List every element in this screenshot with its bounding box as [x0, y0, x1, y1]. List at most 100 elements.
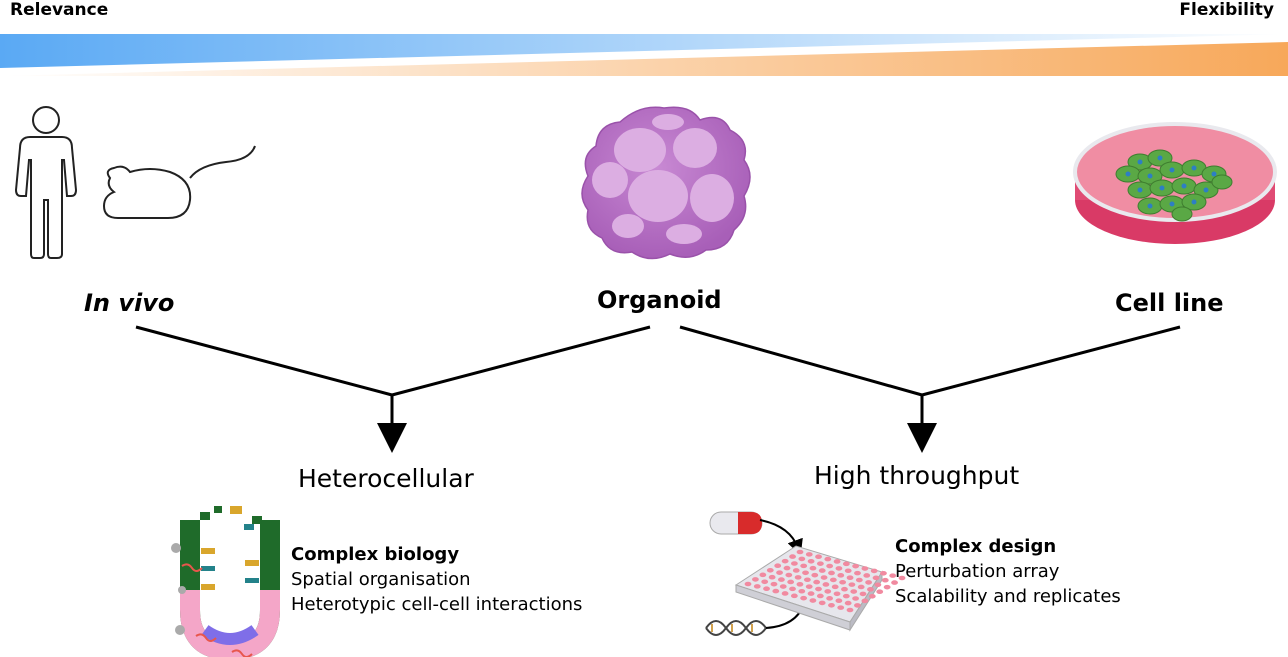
well: [846, 607, 854, 613]
well: [865, 580, 872, 585]
well: [789, 554, 796, 559]
well: [842, 561, 850, 567]
well: [779, 584, 787, 589]
complex-biology-heading: Complex biology: [291, 544, 460, 565]
organoid-icon: [581, 106, 751, 260]
well: [803, 577, 811, 583]
well: [781, 558, 789, 564]
in-vivo-label: In vivo: [84, 289, 175, 317]
well: [802, 570, 809, 576]
complex-design-block: Complex design Perturbation array Scalab…: [895, 534, 1121, 609]
well: [870, 568, 878, 574]
pill-capsule-icon: [709, 511, 763, 535]
well: [813, 579, 821, 585]
well: [789, 586, 796, 592]
complex-design-heading: Complex design: [895, 536, 1057, 557]
relevance-gradient-bar: [0, 34, 1288, 68]
well: [809, 565, 817, 571]
relevance-label: Relevance: [10, 0, 109, 20]
well: [891, 580, 898, 585]
well: [826, 563, 834, 569]
well: [829, 577, 837, 583]
left-branch-connector: [135, 325, 651, 453]
well: [818, 568, 826, 573]
well: [824, 556, 832, 562]
heterocellular-title: Heterocellular: [298, 464, 474, 493]
well: [807, 591, 815, 596]
well: [753, 584, 761, 589]
well: [842, 593, 850, 599]
well: [807, 558, 815, 564]
dna-icon: [705, 620, 767, 636]
cell-line-label: Cell line: [1115, 289, 1224, 317]
well: [835, 566, 843, 571]
well: [852, 596, 859, 601]
well: [811, 572, 819, 578]
well: [759, 572, 767, 578]
well: [761, 579, 769, 585]
mouse-icon: [102, 145, 256, 219]
petri-dish-icon: [1073, 122, 1277, 244]
well: [809, 598, 817, 603]
well: [791, 561, 798, 566]
well: [800, 563, 808, 569]
well: [855, 577, 863, 583]
well: [828, 602, 835, 608]
well: [766, 567, 774, 573]
well: [874, 582, 882, 588]
complex-biology-block: Complex biology Spatial organisation Het…: [291, 542, 582, 617]
pill-to-plate-arrow: [759, 519, 803, 556]
well: [861, 598, 869, 604]
intestinal-crypt-icon: [171, 506, 280, 657]
well: [768, 574, 776, 580]
well: [857, 584, 865, 590]
well: [798, 588, 806, 594]
well: [776, 570, 783, 575]
well: [805, 584, 813, 589]
well: [826, 596, 834, 601]
well: [837, 605, 845, 610]
well: [833, 559, 841, 564]
well: [876, 589, 884, 595]
well: [852, 563, 860, 569]
flexibility-gradient-bar: [0, 42, 1288, 76]
well: [770, 581, 778, 587]
well: [850, 589, 858, 594]
well: [861, 566, 869, 571]
well: [841, 586, 848, 592]
organoid-label: Organoid: [597, 286, 722, 314]
well: [844, 600, 852, 606]
well: [763, 586, 770, 592]
well: [816, 561, 824, 566]
well: [889, 573, 897, 578]
well: [839, 579, 847, 585]
well: [868, 593, 876, 599]
well: [781, 591, 789, 596]
well: [792, 568, 800, 573]
well: [844, 568, 852, 574]
well: [863, 573, 871, 578]
well: [848, 582, 856, 587]
flexibility-label: Flexibility: [1179, 0, 1274, 20]
well: [867, 587, 874, 592]
well: [778, 577, 785, 582]
human-silhouette-icon: [14, 106, 78, 259]
well: [815, 554, 822, 560]
scalability-replicates-text: Scalability and replicates: [895, 586, 1121, 607]
well: [881, 577, 889, 583]
well: [772, 588, 780, 594]
well: [818, 600, 826, 606]
well: [790, 593, 798, 599]
spatial-organisation-text: Spatial organisation: [291, 569, 471, 590]
well: [822, 582, 830, 587]
well: [774, 563, 782, 569]
well-plate-icon: [734, 545, 906, 632]
well: [815, 586, 822, 592]
well: [805, 552, 813, 557]
well: [744, 581, 752, 587]
well: [824, 589, 832, 594]
well: [796, 549, 804, 555]
well: [783, 565, 791, 571]
high-throughput-title: High throughput: [814, 461, 1020, 490]
